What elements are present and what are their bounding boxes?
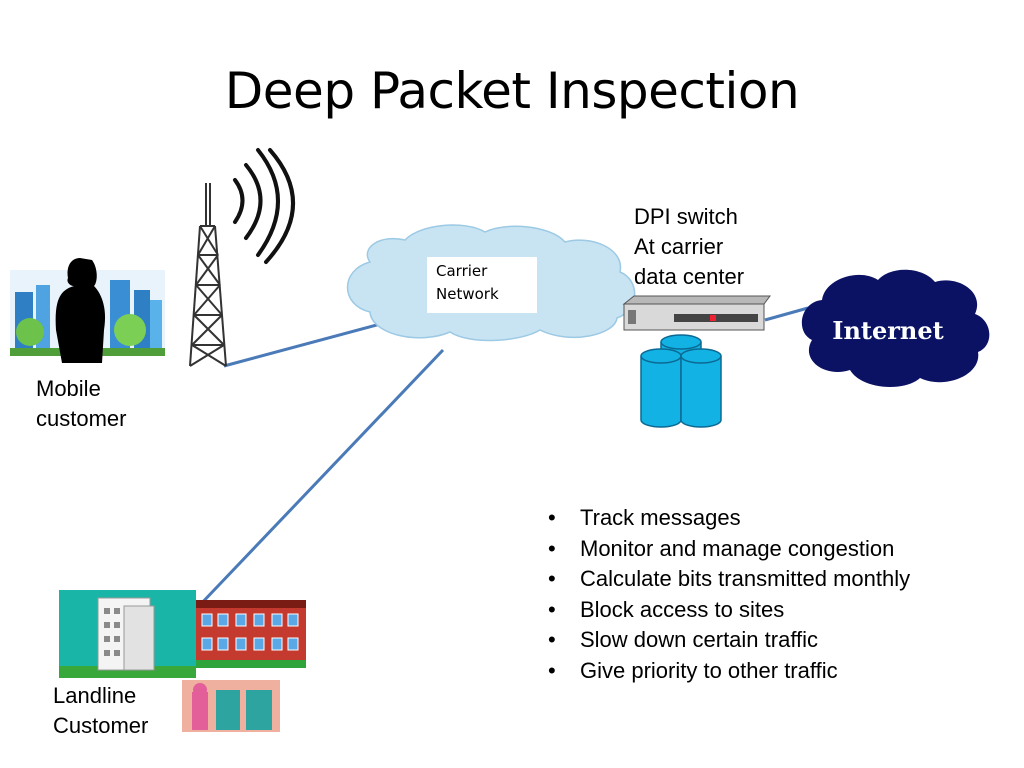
dpi-switch-label: DPI switch At carrier data center [634, 204, 745, 289]
woman-silhouette [55, 258, 106, 363]
dpi-capabilities-list: •Track messages •Monitor and manage cong… [546, 503, 910, 686]
internet-cloud-icon [801, 269, 990, 388]
mobile-customer-picture [10, 258, 165, 363]
radio-waves-icon [233, 148, 295, 264]
list-item: •Block access to sites [548, 596, 785, 622]
internet-link-line [764, 306, 809, 322]
internet-label: Internet [832, 316, 944, 345]
landline-link-line [195, 348, 445, 610]
radio-tower-icon [189, 183, 227, 367]
landline-customer-label: Landline Customer [53, 683, 149, 738]
list-item: •Slow down certain traffic [548, 627, 819, 652]
slide-title: Deep Packet Inspection [224, 62, 800, 120]
mobile-customer-label: Mobile customer [36, 376, 127, 431]
carrier-network-label: Carrier Network [427, 257, 537, 313]
landline-customer-picture [59, 590, 306, 732]
list-item: •Give priority to other traffic [548, 657, 838, 683]
list-item: •Calculate bits transmitted monthly [548, 566, 911, 591]
dpi-switch-icon [622, 295, 771, 331]
list-item: •Monitor and manage congestion [548, 535, 895, 561]
database-icon [640, 334, 722, 428]
list-item: •Track messages [548, 505, 741, 530]
